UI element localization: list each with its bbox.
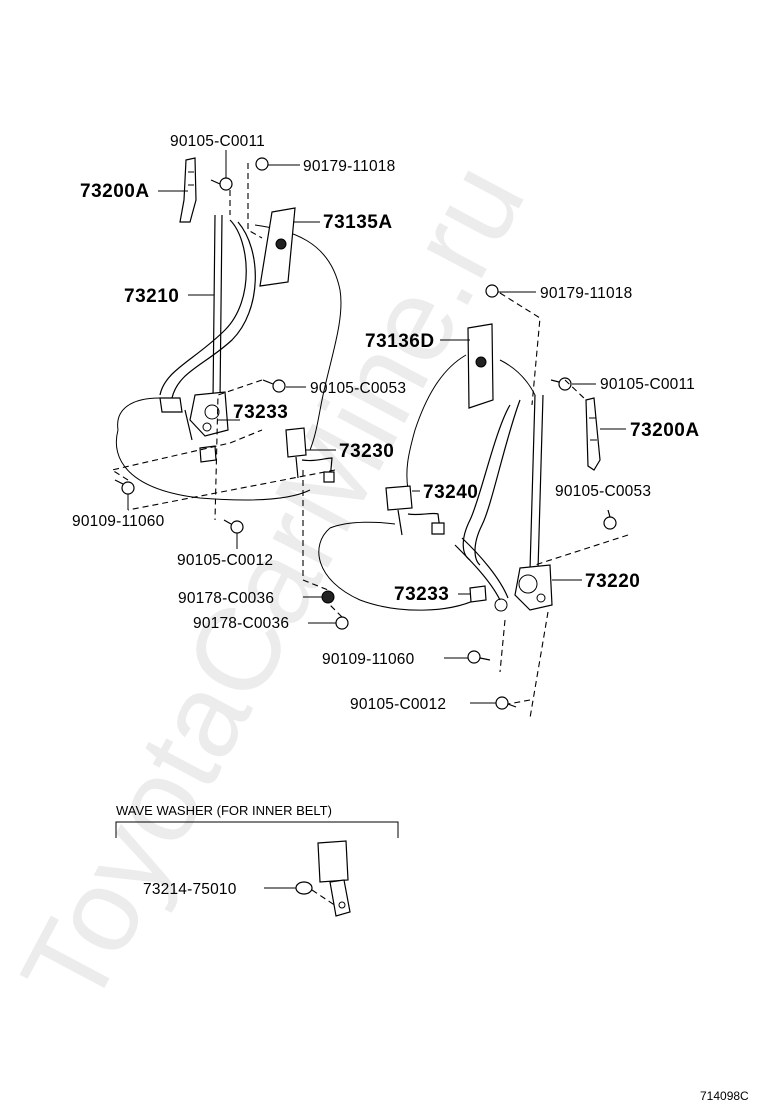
label-90179-11018-right: 90179-11018 [540,285,632,302]
label-73233-left: 73233 [233,402,288,423]
label-73200a-right: 73200A [630,420,700,441]
left-seat-belt-73210 [159,214,256,463]
label-90105-c0011-right: 90105-C0011 [600,376,695,393]
left-buckle-73230 [285,427,335,483]
right-buckle-73240 [385,485,445,536]
label-73233-right: 73233 [394,584,449,605]
right-cover-73233 [469,585,487,603]
label-73240: 73240 [423,482,478,503]
right-seat-belt [454,394,544,612]
label-90105-c0012-right: 90105-C0012 [350,696,446,713]
right-retractor-73220 [514,564,553,611]
left-guide-73135a [259,207,296,287]
label-90109-11060-left: 90109-11060 [72,513,165,530]
label-90105-c0053-left: 90105-C0053 [310,380,406,397]
label-73135a: 73135A [323,212,393,233]
label-73210: 73210 [124,286,179,307]
right-bolts [467,284,617,710]
left-seat-outline [115,224,342,501]
label-73136d: 73136D [365,331,435,352]
left-dashed-lines [110,163,343,618]
label-90179-11018-left: 90179-11018 [303,158,395,175]
label-90109-11060-right: 90109-11060 [322,651,415,668]
label-73220: 73220 [585,571,640,592]
left-anchor-73200a [179,157,197,223]
wave-washer-inset: WAVE WASHER (FOR INNER BELT) 73214-75010 [115,803,399,917]
label-73230: 73230 [339,441,394,462]
leader-lines [127,150,626,704]
diagram-code: 714098C [700,1089,749,1103]
label-90105-c0012-left: 90105-C0012 [177,552,273,569]
label-90105-c0053-right: 90105-C0053 [555,483,651,500]
label-73200a-left: 73200A [80,181,150,202]
inset-caption: WAVE WASHER (FOR INNER BELT) [116,803,332,818]
label-90178-c0036-b: 90178-C0036 [193,615,289,632]
right-guide-73136d [467,323,494,409]
label-90105-c0011-top: 90105-C0011 [170,133,265,150]
label-73214-75010: 73214-75010 [143,881,237,898]
right-seat-outline [318,354,536,611]
label-90178-c0036-a: 90178-C0036 [178,590,274,607]
right-dashed-lines [499,292,629,719]
right-anchor-73200a [585,397,601,471]
